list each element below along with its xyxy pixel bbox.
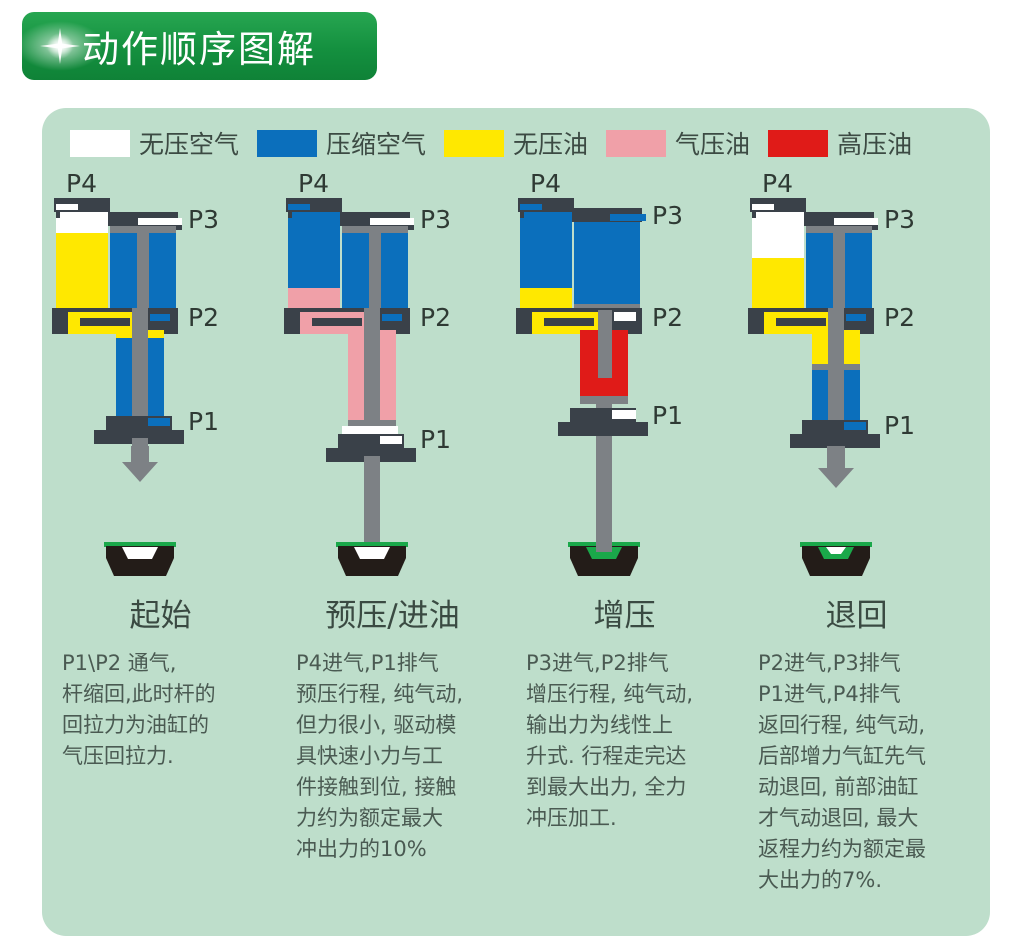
diagram-panel: 无压空气 压缩空气 无压油 气压油 高压油 P4 <box>42 108 990 936</box>
legend-label: 高压油 <box>837 130 913 159</box>
port-label-p3: P3 <box>652 201 683 230</box>
down-arrow-icon <box>122 446 158 482</box>
port-label-p1: P1 <box>420 425 451 454</box>
sparkle-icon <box>40 28 80 64</box>
cylinder-diagram-prepress: P4 P3 <box>274 170 511 530</box>
port-label-p3: P3 <box>420 205 451 234</box>
port-label-p3: P3 <box>884 205 915 234</box>
port-label-p4: P4 <box>762 170 793 198</box>
legend: 无压空气 压缩空气 无压油 气压油 高压油 <box>70 125 930 161</box>
port-label-p4: P4 <box>66 170 97 198</box>
legend-swatch-unpressurized-air <box>70 129 130 157</box>
port-label-p4: P4 <box>530 170 561 198</box>
legend-item: 气压油 <box>606 125 750 161</box>
down-arrow-icon <box>818 446 854 488</box>
stage-column-2: P4 P3 <box>274 170 511 936</box>
stage-description-boost: P3进气,P2排气 增压行程, 纯气动, 输出力为线性上 升式. 行程走完达 到… <box>526 651 694 830</box>
legend-item: 无压油 <box>444 125 588 161</box>
legend-swatch-compressed-air <box>257 129 318 157</box>
legend-item: 高压油 <box>768 125 912 161</box>
port-label-p2: P2 <box>188 303 219 332</box>
cylinder-diagram-initial: P4 <box>42 170 279 530</box>
legend-label: 压缩空气 <box>326 130 427 159</box>
stage-description-prepress: P4进气,P1排气 预压行程, 纯气动, 但力很小, 驱动模 具快速小力与工 件… <box>296 651 464 861</box>
port-label-p2: P2 <box>884 303 915 332</box>
port-label-p2: P2 <box>420 303 451 332</box>
stage-name-initial: 起始 <box>129 598 192 634</box>
stage-name-prepress: 预压/进油 <box>325 598 460 634</box>
stage-column-1: P4 <box>42 170 279 936</box>
legend-swatch-pneumatic-oil <box>606 129 667 157</box>
port-label-p3: P3 <box>188 205 219 234</box>
port-label-p1: P1 <box>884 411 915 440</box>
stage-column-4: P4 P3 <box>738 170 975 936</box>
stage-name-boost: 增压 <box>593 598 656 634</box>
stage-description-initial: P1\P2 通气, 杆缩回,此时杆的 回拉力为油缸的 气压回拉力. <box>62 651 216 768</box>
stage-column-3: P4 P3 <box>506 170 743 936</box>
workpiece-return <box>738 528 975 590</box>
legend-swatch-unpressurized-oil <box>444 129 505 157</box>
legend-item: 压缩空气 <box>257 125 426 161</box>
legend-label: 气压油 <box>675 130 751 159</box>
port-label-p2: P2 <box>652 303 683 332</box>
legend-swatch-high-pressure-oil <box>768 129 829 157</box>
workpiece-boost <box>506 528 743 590</box>
cylinder-diagram-return: P4 P3 <box>738 170 975 530</box>
port-label-p1: P1 <box>652 401 683 430</box>
stage-columns: P4 <box>42 170 990 936</box>
legend-label: 无压油 <box>513 130 589 159</box>
workpiece-prepress <box>274 528 511 590</box>
legend-item: 无压空气 <box>70 125 239 161</box>
page-title: 动作顺序图解 <box>82 28 316 71</box>
port-label-p4: P4 <box>298 170 329 198</box>
legend-label: 无压空气 <box>139 130 240 159</box>
title-banner: 动作顺序图解 <box>22 12 377 80</box>
stage-description-return: P2进气,P3排气 P1进气,P4排气 返回行程, 纯气动, 后部增力气缸先气 … <box>758 651 926 892</box>
port-label-p1: P1 <box>188 407 219 436</box>
workpiece-initial <box>42 528 279 590</box>
stage-name-return: 退回 <box>825 598 888 634</box>
cylinder-diagram-boost: P4 P3 <box>506 170 743 530</box>
